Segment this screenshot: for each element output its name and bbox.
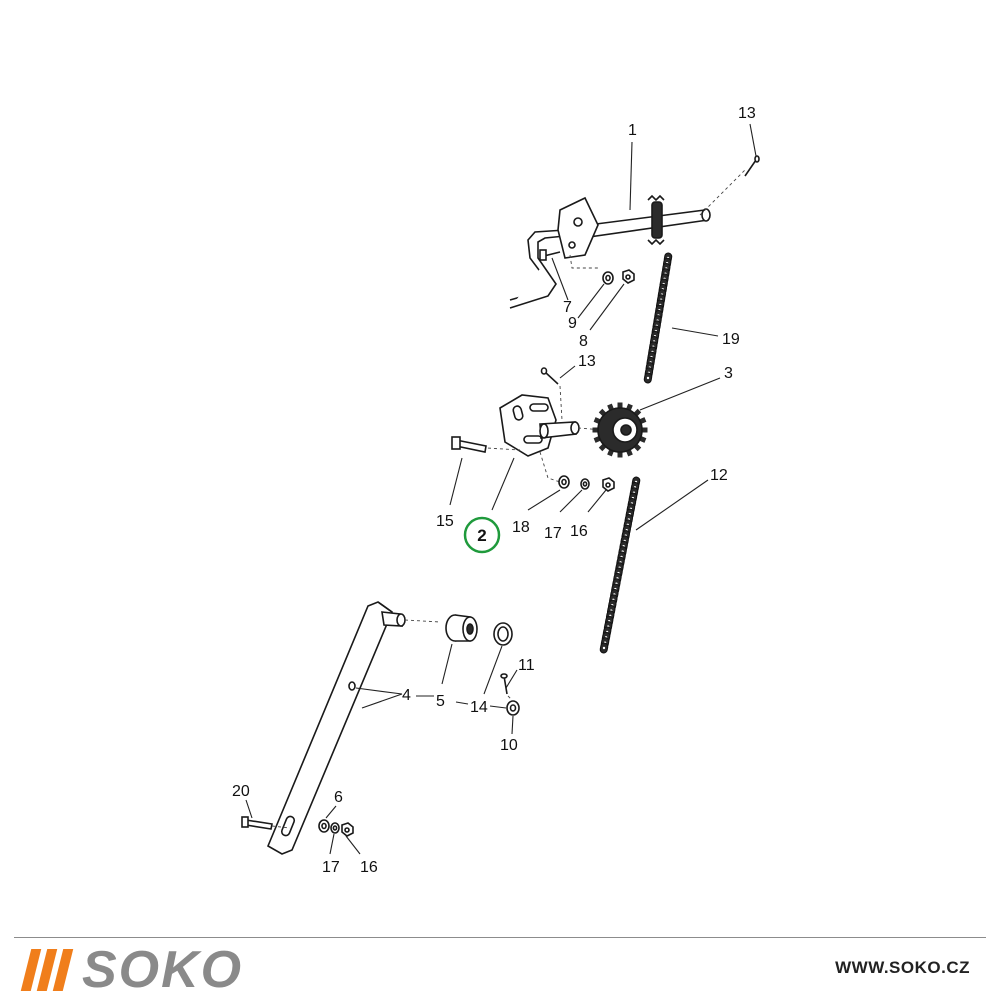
split-pin-top [744, 155, 760, 177]
upper-chain [643, 252, 673, 384]
lower-chain [599, 476, 641, 654]
logo-stripes-icon [20, 949, 74, 991]
screw-washer-11-10 [500, 673, 520, 716]
sprocket-tooth [592, 427, 598, 433]
label-2: 2 [477, 526, 486, 545]
sprocket-tooth [626, 449, 633, 457]
sprocket-tooth [642, 427, 648, 433]
sprocket-tooth [626, 403, 633, 411]
ring-14 [493, 622, 513, 646]
website-link[interactable]: WWW.SOKO.CZ [835, 958, 970, 977]
flange-fasteners [539, 249, 635, 285]
label-14: 14 [470, 699, 488, 716]
footer-divider [14, 937, 986, 938]
soko-logo[interactable]: SOKO [20, 941, 244, 999]
bushing [445, 614, 478, 642]
label-8: 8 [579, 333, 588, 350]
sprocket-tooth [593, 436, 601, 443]
exploded-parts-diagram: 1 13 7 9 8 19 13 3 15 18 17 16 12 11 4 5… [232, 105, 760, 876]
logo-text: SOKO [82, 941, 244, 999]
crank-shaft-assembly [509, 169, 746, 309]
sprocket-tooth [607, 403, 614, 411]
sprocket-tooth [639, 417, 647, 424]
label-11: 11 [518, 657, 535, 674]
lever-arm [266, 601, 441, 855]
label-9: 9 [568, 315, 577, 332]
label-5: 5 [436, 693, 445, 710]
sprocket-tooth [607, 449, 614, 457]
label-16-lower: 16 [360, 859, 378, 876]
highlighted-part-2[interactable]: 2 [463, 516, 501, 554]
label-10: 10 [500, 737, 518, 754]
label-15: 15 [436, 513, 454, 530]
label-3: 3 [724, 365, 733, 382]
tensioner-plate [469, 394, 605, 483]
label-17-middle: 17 [544, 525, 562, 542]
split-pin-middle [540, 367, 563, 421]
label-4: 4 [402, 687, 411, 704]
label-18: 18 [512, 519, 530, 536]
label-17-lower: 17 [322, 859, 340, 876]
label-12: 12 [710, 467, 728, 484]
sprocket-tooth [593, 417, 601, 424]
chain-pin [646, 376, 650, 380]
lower-fasteners [241, 816, 354, 837]
part-labels: 1 13 7 9 8 19 13 3 15 18 17 16 12 11 4 5… [232, 105, 756, 876]
label-1: 1 [628, 122, 637, 139]
bolt-15 [451, 436, 487, 453]
leader-lines [245, 123, 757, 855]
label-13-middle: 13 [578, 353, 596, 370]
label-20: 20 [232, 783, 250, 800]
sprocket-tooth [617, 402, 623, 408]
sprocket-tooth [617, 452, 623, 458]
sprocket-tooth [639, 436, 647, 443]
shaft-sprocket [647, 194, 665, 246]
label-16-middle: 16 [570, 523, 588, 540]
large-sprocket [592, 402, 648, 458]
chain-pin [602, 646, 606, 650]
label-7: 7 [563, 299, 572, 316]
label-6: 6 [334, 789, 343, 806]
washers-nut-middle [558, 475, 615, 492]
label-19: 19 [722, 331, 740, 348]
label-13-top: 13 [738, 105, 756, 122]
